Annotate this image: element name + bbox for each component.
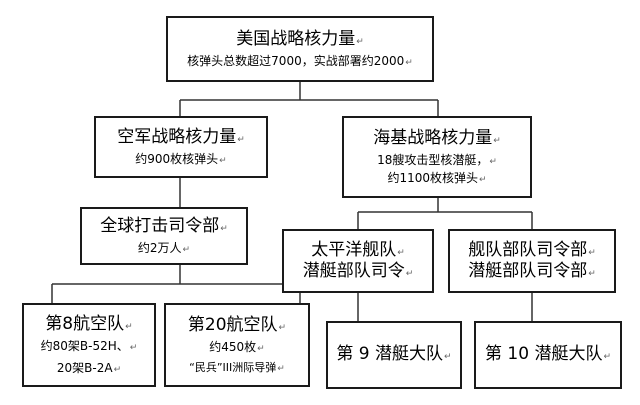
node-us-strategic-nuclear-forces: 美国战略核力量↵ 核弹头总数超过7000，实战部署约2000↵ [166, 16, 434, 82]
paragraph-mark: ↵ [405, 58, 413, 68]
paragraph-mark: ↵ [588, 269, 596, 279]
paragraph-mark: ↵ [479, 174, 487, 185]
paragraph-mark: ↵ [603, 352, 611, 363]
paragraph-mark: ↵ [257, 343, 265, 354]
paragraph-mark: ↵ [277, 364, 285, 375]
node-title: 潜艇部队司令 [302, 261, 405, 281]
paragraph-mark: ↵ [356, 36, 364, 47]
paragraph-mark: ↵ [219, 156, 227, 166]
node-subtitle: 约1100枚核弹头 [387, 170, 478, 185]
node-subtitle: 约900枚核弹头 [135, 152, 219, 166]
node-global-strike-command: 全球打击司令部↵ 约2万人↵ [80, 207, 248, 265]
node-subtitle: 18艘攻击型核潜艇， [377, 153, 489, 168]
node-10th-submarine-group: 第 10 潜艇大队↵ [474, 321, 622, 389]
node-subtitle: 约2万人 [137, 241, 182, 255]
node-pacific-fleet: 太平洋舰队↵ 潜艇部队司令↵ [282, 229, 434, 293]
node-title: 美国战略核力量 [236, 28, 356, 49]
paragraph-mark: ↵ [220, 223, 228, 234]
node-subtitle: 20架B-2A [56, 360, 113, 375]
node-title: 全球打击司令部 [100, 215, 220, 236]
node-sea-based-strategic: 海基战略核力量↵ 18艘攻击型核潜艇，↵ 约1100枚核弹头↵ [342, 116, 532, 198]
paragraph-mark: ↵ [113, 364, 122, 375]
node-subtitle: 约450枚 [209, 339, 257, 354]
node-title: 空军战略核力量 [117, 126, 237, 147]
node-subtitle: “民兵”III洲际导弹 [189, 361, 277, 375]
paragraph-mark: ↵ [489, 157, 497, 168]
node-title: 第8航空队 [45, 314, 125, 335]
paragraph-mark: ↵ [182, 245, 191, 255]
node-subtitle: 约80架B-52H、 [40, 339, 129, 354]
node-fleet-forces-command: 舰队部队司令部↵ 潜艇部队司令部↵ [448, 229, 616, 293]
paragraph-mark: ↵ [588, 247, 596, 258]
node-title: 舰队部队司令部 [468, 239, 588, 260]
paragraph-mark: ↵ [444, 352, 452, 363]
paragraph-mark: ↵ [129, 343, 138, 354]
paragraph-mark: ↵ [397, 247, 405, 258]
paragraph-mark: ↵ [493, 136, 501, 147]
paragraph-mark: ↵ [125, 322, 133, 333]
node-8th-air-force: 第8航空队↵ 约80架B-52H、↵ 20架B-2A↵ [22, 303, 156, 387]
node-title: 太平洋舰队 [311, 239, 397, 260]
node-title: 潜艇部队司令部 [468, 261, 588, 281]
paragraph-mark: ↵ [278, 322, 287, 333]
node-9th-submarine-group: 第 9 潜艇大队↵ [326, 321, 462, 389]
node-subtitle: 核弹头总数超过7000，实战部署约2000 [187, 54, 405, 68]
node-title: 海基战略核力量 [373, 128, 493, 149]
node-title: 第 10 潜艇大队 [485, 344, 603, 365]
paragraph-mark: ↵ [237, 134, 245, 145]
node-title: 第 9 潜艇大队 [336, 344, 444, 365]
node-air-force-strategic: 空军战略核力量↵ 约900枚核弹头↵ [94, 116, 268, 178]
node-20th-air-force: 第20航空队↵ 约450枚↵ “民兵”III洲际导弹↵ [164, 303, 310, 387]
node-title: 第20航空队 [187, 314, 278, 335]
paragraph-mark: ↵ [405, 269, 414, 279]
